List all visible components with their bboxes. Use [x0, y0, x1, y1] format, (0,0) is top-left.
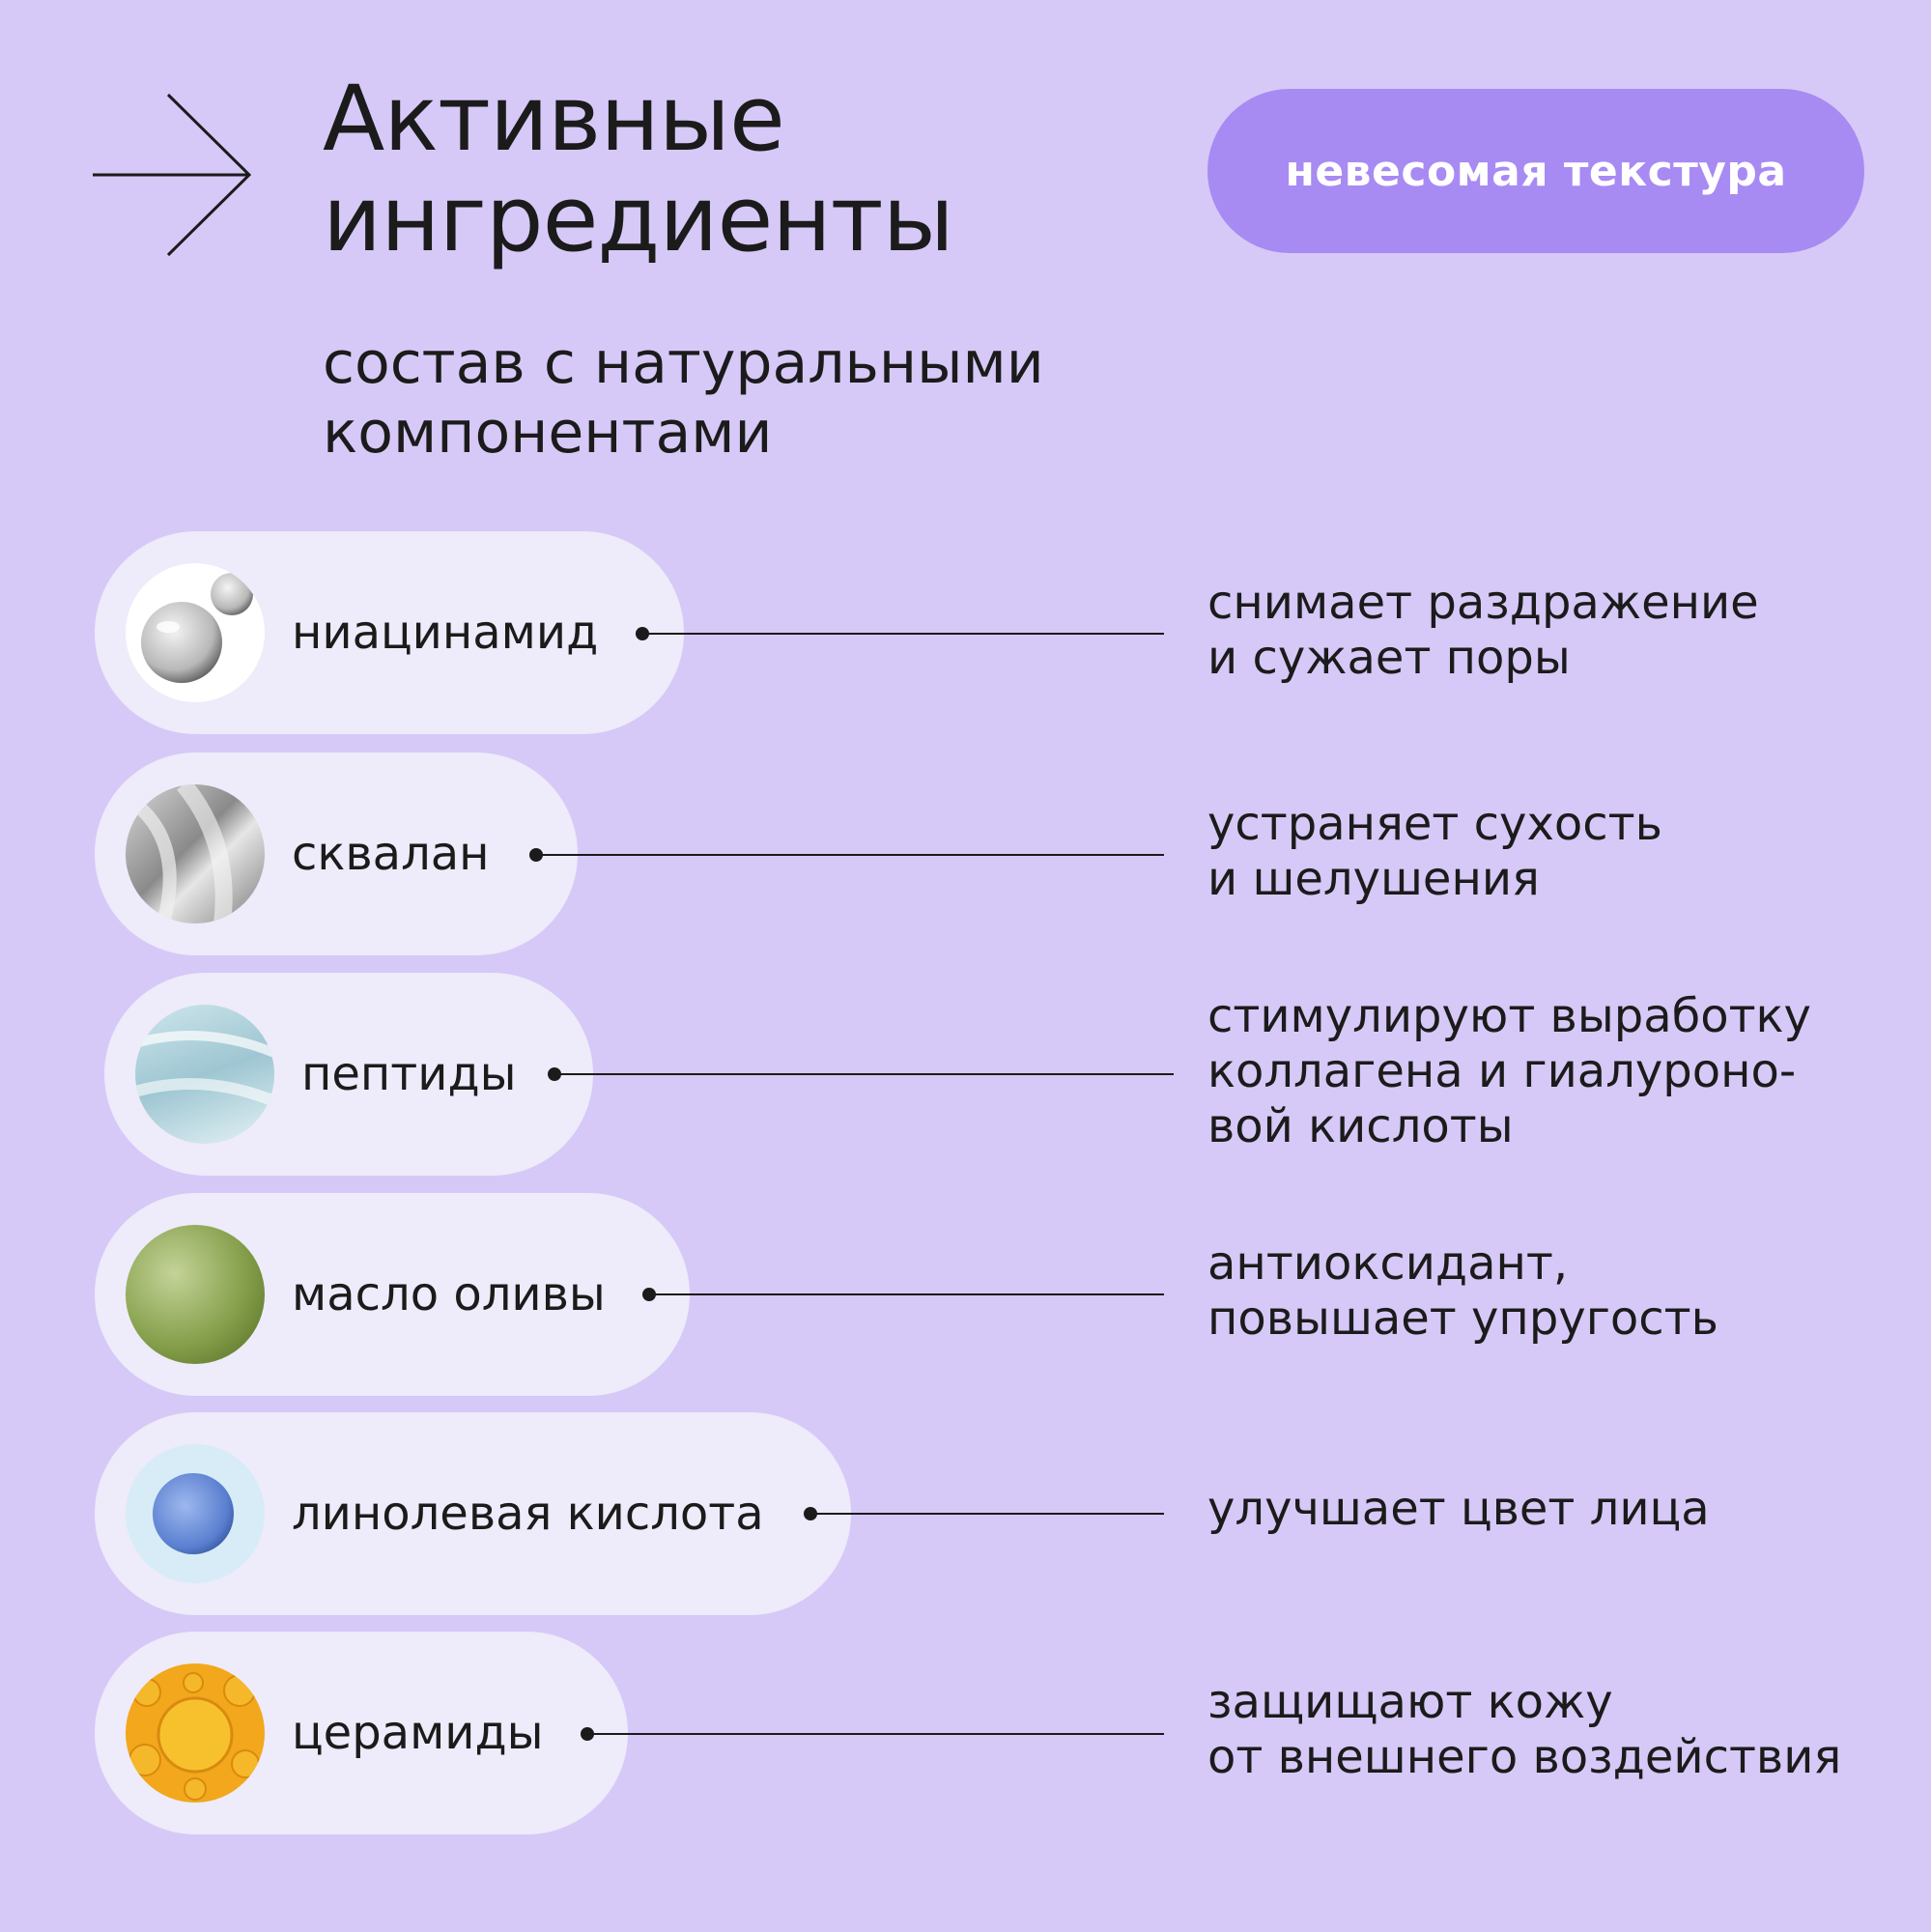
ingredient-name: ниацинамид [292, 606, 599, 660]
ingredient-pill-squalane: сквалан [95, 753, 578, 955]
ingredient-description: защищают кожу от внешнего воздействия [1207, 1675, 1841, 1785]
ingredient-description: снимает раздражение и сужает поры [1207, 576, 1759, 686]
page-subtitle: состав с натуральными компонентами [323, 328, 1044, 468]
description-line: стимулируют выработку [1207, 989, 1811, 1043]
connector-line [587, 1733, 1164, 1735]
ingredient-pill-linoleic-acid: линолевая кислота [95, 1412, 851, 1615]
ingredient-pill-olive-oil: масло оливы [95, 1193, 690, 1396]
ingredient-name: линолевая кислота [292, 1487, 764, 1541]
olive-oil-image [126, 1225, 265, 1364]
page-title: Активные ингредиенты [323, 67, 954, 272]
texture-tag-button[interactable]: невесомая текстура [1207, 89, 1864, 253]
ingredient-pill-niacinamide: ниацинамид [95, 531, 684, 734]
ingredient-name: церамиды [292, 1706, 544, 1760]
description-line: и сужает поры [1207, 631, 1571, 685]
description-line: повышает упругость [1207, 1292, 1718, 1346]
connector-line [649, 1293, 1164, 1295]
ingredient-description: антиоксидант, повышает упругость [1207, 1236, 1718, 1347]
ingredient-name: масло оливы [292, 1267, 606, 1321]
description-line: коллагена и гиалуроно- [1207, 1044, 1797, 1098]
connector-line [554, 1073, 1174, 1075]
subtitle-line-1: состав с натуральными [323, 329, 1044, 397]
connector-line [810, 1513, 1164, 1515]
title-line-1: Активные [323, 67, 785, 172]
subtitle-line-2: компонентами [323, 399, 773, 467]
ingredient-name: сквалан [292, 827, 490, 881]
connector-line [642, 633, 1164, 635]
description-line: снимает раздражение [1207, 576, 1759, 630]
description-line: от внешнего воздействия [1207, 1730, 1842, 1784]
linoleic-acid-image [126, 1444, 265, 1583]
ingredient-name: пептиды [301, 1047, 517, 1101]
niacinamide-image [126, 563, 265, 702]
ingredient-pill-ceramides: церамиды [95, 1632, 628, 1834]
ingredient-pill-peptides: пептиды [104, 973, 593, 1176]
description-line: антиоксидант, [1207, 1236, 1569, 1291]
ceramides-image [126, 1663, 265, 1803]
description-line: защищают кожу [1207, 1675, 1613, 1729]
peptides-image [135, 1005, 274, 1144]
squalane-image [126, 784, 265, 923]
description-line: устраняет сухость [1207, 797, 1662, 851]
title-line-2: ингредиенты [323, 167, 954, 272]
ingredient-description: улучшает цвет лица [1207, 1482, 1710, 1537]
description-line: вой кислоты [1207, 1099, 1514, 1153]
description-line: улучшает цвет лица [1207, 1482, 1710, 1536]
description-line: и шелушения [1207, 852, 1540, 906]
arrow-right-icon [93, 93, 252, 257]
ingredient-description: стимулируют выработку коллагена и гиалур… [1207, 989, 1811, 1154]
connector-line [536, 854, 1164, 856]
ingredient-description: устраняет сухость и шелушения [1207, 797, 1662, 907]
